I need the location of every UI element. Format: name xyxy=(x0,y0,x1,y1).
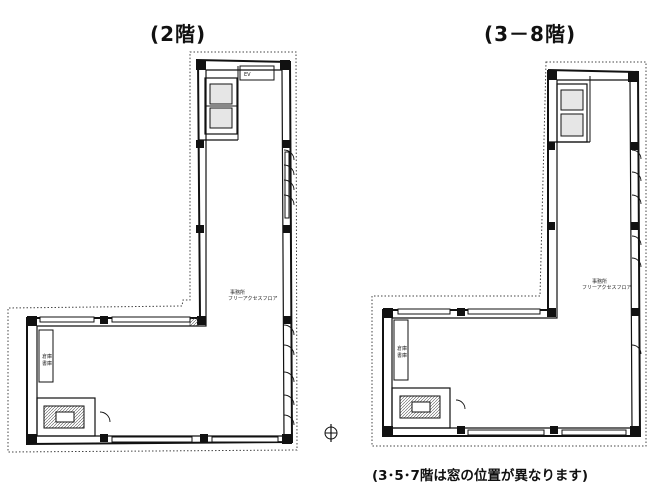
svg-text:フリーアクセスフロア: フリーアクセスフロア xyxy=(582,285,632,291)
north-arrow-icon xyxy=(324,424,338,442)
core-label: EV xyxy=(244,72,251,78)
floor-3-8-title: (3－8階) xyxy=(484,22,577,46)
svg-text:書庫: 書庫 xyxy=(42,360,52,367)
floor-3-8-plan: 倉庫 書庫 事務所 フリーアクセスフロア xyxy=(371,61,647,447)
window-position-note: (3･5･7階は窓の位置が異なります) xyxy=(372,468,589,484)
stair-icon xyxy=(391,387,451,429)
svg-text:書庫: 書庫 xyxy=(397,352,407,359)
storage-label-3f: 倉庫 xyxy=(397,345,407,352)
door-swing-icon xyxy=(631,149,642,355)
floor-2-title: (2階) xyxy=(150,22,207,46)
stair-icon xyxy=(36,397,96,437)
elevator-icon xyxy=(204,77,238,135)
elevator-icon xyxy=(556,83,588,143)
storage-label-2f: 倉庫 xyxy=(42,353,52,360)
office-label-3f: 事務所 xyxy=(592,278,607,285)
office-label-2f: 事務所 xyxy=(230,289,245,296)
column-icon xyxy=(383,70,640,436)
column-icon xyxy=(27,60,292,444)
svg-text:フリーアクセスフロア: フリーアクセスフロア xyxy=(228,296,278,302)
floor-2-plan: EV xyxy=(7,51,298,453)
door-swing-icon xyxy=(283,149,295,426)
